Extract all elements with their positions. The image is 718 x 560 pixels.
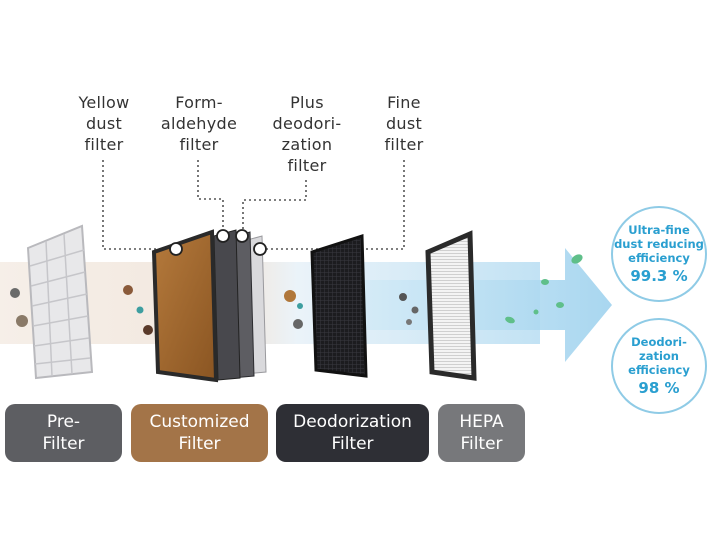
- stage-deodorization-filter: Deodorization Filter: [276, 404, 429, 462]
- hepa-filter-panel: [425, 230, 477, 381]
- formaldehyde-filter-label: Form- aldehyde filter: [160, 93, 238, 154]
- pre-filter-panel: [26, 224, 94, 380]
- ultra-fine-dust-efficiency-value: 99.3 %: [630, 266, 688, 285]
- deodorization-filter-panel: [310, 233, 368, 378]
- connector-lines: [102, 160, 405, 250]
- deodorization-efficiency-badge: Deodori- zation efficiency 98 %: [611, 318, 707, 414]
- ultra-fine-dust-efficiency-badge: Ultra-fine dust reducing efficiency 99.3…: [611, 206, 707, 302]
- stage-pre-filter: Pre- Filter: [5, 404, 122, 462]
- leaf-icons: [505, 254, 583, 324]
- fine-dust-filter-label: Fine dust filter: [384, 93, 424, 154]
- connector-dots: [169, 229, 267, 256]
- yellow-dust-filter-label: Yellow dust filter: [78, 93, 130, 154]
- stage-hepa-filter: HEPA Filter: [438, 404, 525, 462]
- deodorization-filter-label: Plus deodori- zation filter: [272, 93, 342, 175]
- clean-air-arrow: [360, 248, 612, 362]
- stage-customized-filter: Customized Filter: [131, 404, 268, 462]
- deodorization-efficiency-value: 98 %: [638, 378, 680, 397]
- customized-filter-stack: [151, 229, 267, 383]
- dust-particles: [10, 285, 419, 335]
